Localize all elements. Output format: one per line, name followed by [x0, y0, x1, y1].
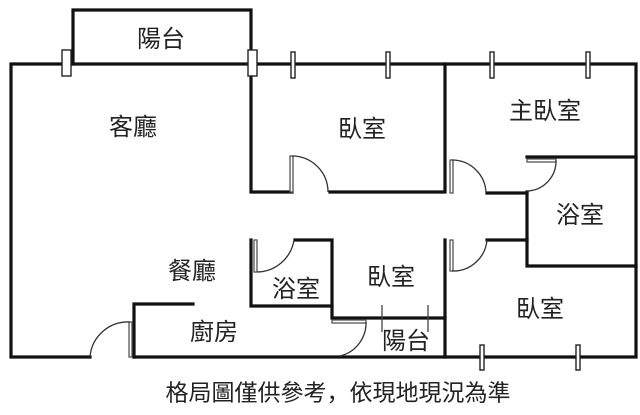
label-balcony-top: 陽台 — [137, 25, 185, 53]
walls — [9, 8, 638, 359]
door-bedroom-bottom-right — [449, 239, 454, 272]
window-mark — [290, 51, 296, 79]
label-bathroom-center: 浴室 — [272, 275, 320, 303]
label-master-bedroom: 主臥室 — [509, 97, 581, 125]
label-bedroom-center: 臥室 — [367, 263, 415, 291]
room-labels: 陽台 客廳 臥室 主臥室 浴室 餐廳 浴室 臥室 廚房 陽台 臥室 — [109, 25, 604, 355]
label-bedroom-top: 臥室 — [338, 115, 386, 143]
door-entrance — [128, 321, 133, 358]
windows — [61, 49, 591, 371]
door-master-bedroom — [449, 159, 454, 194]
window-mark — [489, 51, 495, 79]
window-mark — [61, 49, 72, 77]
label-bathroom-master: 浴室 — [556, 201, 604, 229]
label-living-room: 客廳 — [109, 113, 157, 141]
window-mark — [585, 51, 591, 79]
label-dining-room: 餐廳 — [168, 257, 216, 285]
window-mark — [479, 344, 485, 371]
window-mark — [575, 344, 581, 371]
footer-note: 格局圖僅供參考，依現地現況為準 — [166, 381, 511, 407]
window-mark — [247, 49, 258, 77]
label-kitchen: 廚房 — [190, 318, 238, 346]
door-center-bath — [253, 239, 258, 273]
door-small-balcony — [331, 319, 367, 324]
doors — [89, 155, 557, 358]
door-master-bath — [526, 158, 557, 163]
door-bedroom-top — [289, 155, 294, 193]
label-bedroom-bottom-right: 臥室 — [516, 295, 564, 323]
window-mark — [385, 51, 391, 79]
label-balcony-small: 陽台 — [382, 327, 430, 355]
